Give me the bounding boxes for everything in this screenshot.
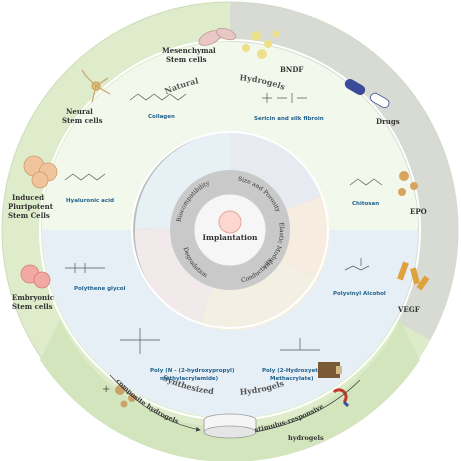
label-induced-2: Pluripotent [8, 202, 54, 211]
vegf-particles-icon [397, 261, 430, 291]
drugs-capsules-icon [344, 79, 390, 109]
label-embryonic-2: Stem cells [12, 302, 53, 311]
label-induced-1: Induced [12, 193, 44, 202]
label-phpma-line2: methylacrylamide) [160, 376, 219, 382]
label-phpma-line1: Poly (N - (2-hydroxypropyl) [150, 368, 235, 374]
collagen-structure-icon [129, 93, 187, 101]
label-hyaluronic: Hyaluronic acid [66, 198, 114, 204]
label-mesenchymal-2: Stem cells [166, 55, 207, 64]
label-collagen: Collagen [148, 114, 175, 120]
neural-cell-icon [81, 69, 111, 103]
bndf-particles-icon [242, 30, 280, 59]
embryonic-cell-icon [20, 264, 51, 289]
stimulus-device-icon [318, 362, 342, 378]
label-sericin: Sericin and silk fibroin [254, 116, 324, 122]
label-vegf: VEGF [397, 305, 420, 314]
label-bndf: BNDF [280, 65, 303, 74]
label-epo: EPO [410, 207, 427, 216]
label-phema-line1: Poly (2-Hydroxyethyl [262, 368, 327, 374]
brain-icon [218, 210, 242, 234]
plus-sign: + [102, 384, 110, 395]
hyaluronic-structure-icon [64, 173, 106, 181]
label-pva: Polyvinyl Alcohol [333, 291, 386, 297]
label-phema-line2: Methacrylate) [270, 376, 314, 382]
chitosan-structure-icon [349, 178, 383, 186]
label-stimulus-2: hydrogels [288, 434, 324, 442]
stimulus-arrow [254, 379, 361, 433]
pva-structure-icon [344, 258, 370, 271]
phpma-structure-icon [120, 328, 160, 354]
label-chitosan: Chitosan [352, 201, 379, 207]
label-induced-3: Stem Cells [8, 211, 50, 220]
label-drugs: Drugs [376, 117, 400, 126]
composite-arrow [109, 374, 201, 432]
phema-structure-icon [280, 338, 320, 351]
induced-cell-icon [23, 155, 58, 189]
label-neural-2: Stem cells [62, 116, 103, 125]
center-title: Implantation [203, 233, 258, 242]
mesenchymal-cell-icon [198, 27, 236, 46]
label-embryonic-1: Embryonic [12, 293, 54, 302]
magnet-icon [332, 388, 350, 408]
label-neural-1: Neural [66, 107, 93, 116]
sericin-structure-icon [262, 93, 307, 103]
label-mesenchymal-1: Mesenchymal [162, 46, 216, 55]
peg-structure-icon [65, 263, 105, 273]
hydrogel-disc-icon [203, 413, 257, 439]
label-peg: Polythene glycol [74, 286, 126, 292]
epo-particles-icon [398, 171, 418, 196]
middle-ring-border [131, 131, 329, 329]
bottom-band [40, 320, 420, 461]
